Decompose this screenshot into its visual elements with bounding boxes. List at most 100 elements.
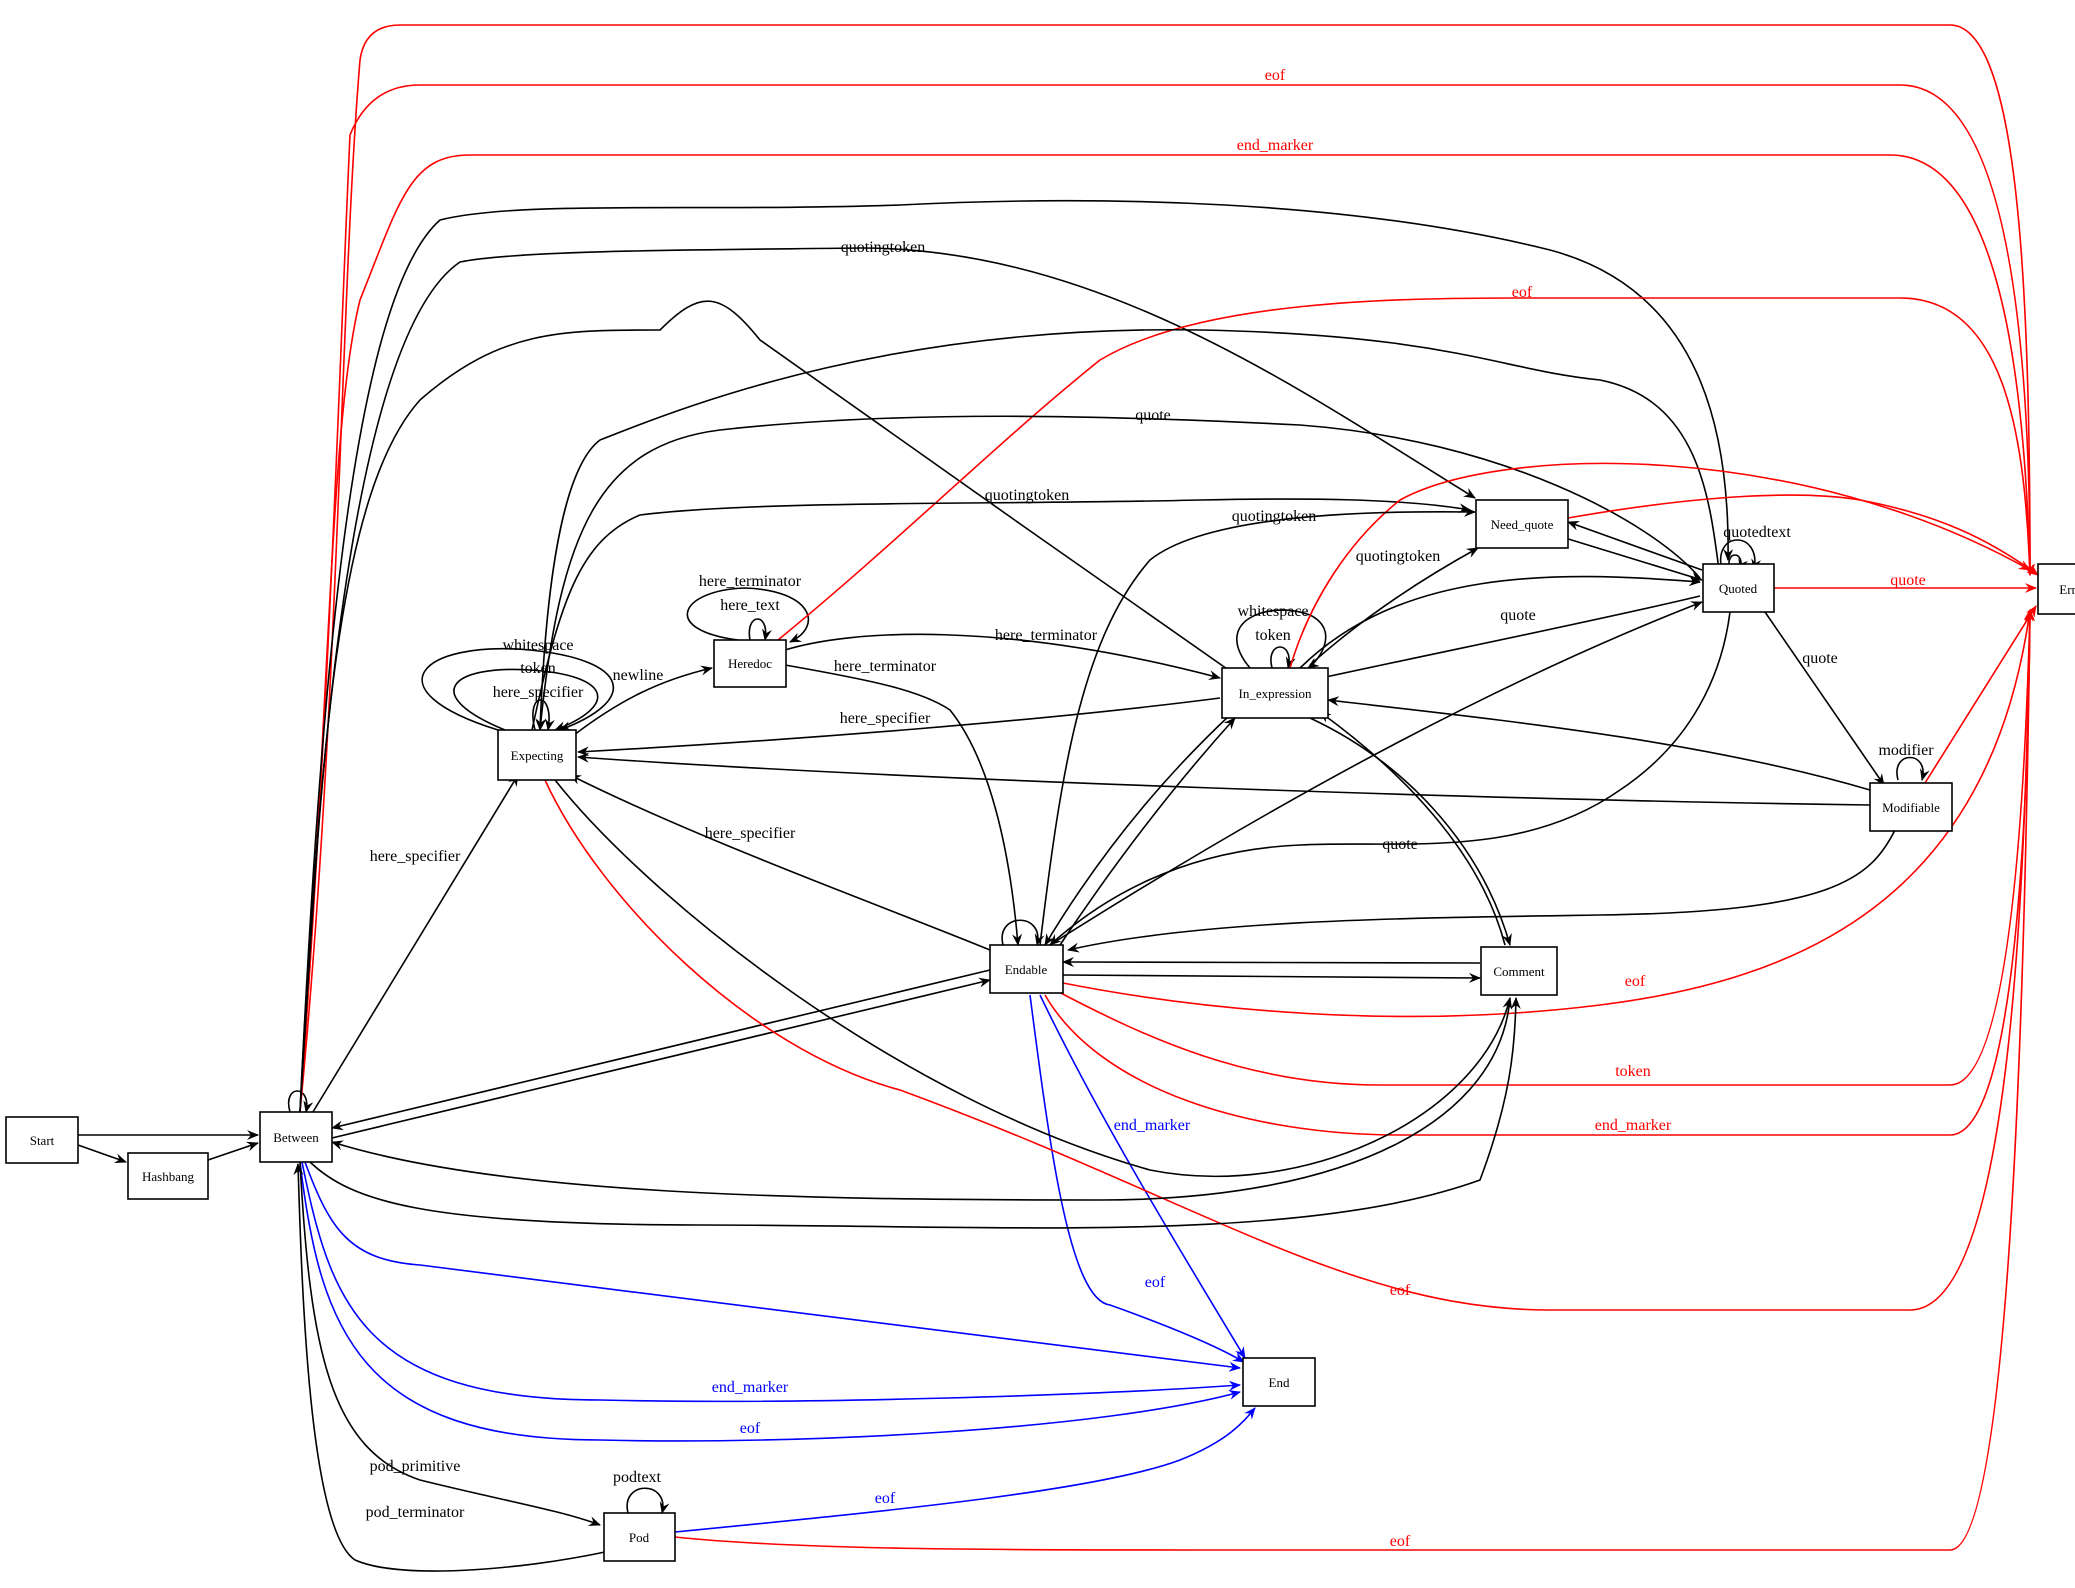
edge-endable-end-eof <box>1029 994 1245 1363</box>
edge-quoted-needquote <box>1567 521 1703 571</box>
label-eof-pod-end: eof <box>875 1490 896 1507</box>
edge-expecting-error <box>544 609 2035 1311</box>
edge-modifiable-error <box>1924 605 2037 784</box>
label-token-inexpr: token <box>1255 627 1291 644</box>
edge-between-error-endmarker <box>299 154 2035 1113</box>
edge-endable-quoted <box>1049 601 1703 946</box>
edge-inexpression-self-whitespace <box>1236 609 1327 669</box>
node-end-label: End <box>1269 1375 1290 1390</box>
node-quoted-label: Quoted <box>1719 581 1758 596</box>
edge-quoted-self <box>1719 539 1762 571</box>
node-end: End <box>1242 1357 1316 1407</box>
edge-between-end-eof <box>299 1161 1241 1442</box>
edge-comment-endable <box>1062 957 1481 968</box>
node-error-label: Error <box>2059 582 2075 597</box>
label-eof-endable: eof <box>1625 973 1646 990</box>
node-quoted: Quoted <box>1702 563 1775 613</box>
edge-inexpression-self-token <box>1270 646 1296 669</box>
node-expecting-label: Expecting <box>511 748 564 763</box>
node-comment-label: Comment <box>1493 964 1545 979</box>
node-pod: Pod <box>603 1512 676 1562</box>
edge-expecting-comment <box>554 779 1513 1178</box>
edge-inexpression-endable <box>1044 714 1231 946</box>
label-eof-top: eof <box>1265 67 1286 84</box>
node-hashbang: Hashbang <box>127 1152 209 1200</box>
node-heredoc: Heredoc <box>713 639 787 688</box>
label-pod-terminator: pod_terminator <box>366 1504 465 1521</box>
edge-between-quoted <box>299 199 1734 1113</box>
edge-quoted-expecting-upper <box>535 328 1721 731</box>
edge-between-comment <box>309 997 1521 1229</box>
label-quotingtoken-inexpr: quotingtoken <box>1356 548 1440 565</box>
edge-endable-expecting <box>569 774 991 951</box>
edge-between-self <box>287 1090 314 1113</box>
node-pod-label: Pod <box>629 1530 650 1545</box>
edge-expecting-self-herespecifier <box>532 699 555 731</box>
node-in-expression-label: In_expression <box>1239 686 1312 701</box>
edge-expecting-needquote <box>531 498 1471 731</box>
edge-between-end-1 <box>304 1161 1241 1372</box>
node-hashbang-label: Hashbang <box>142 1169 194 1184</box>
label-quotingtoken-expecting: quotingtoken <box>985 487 1069 504</box>
node-modifiable: Modifiable <box>1869 782 1953 832</box>
label-whitespace-expecting: whitespace <box>502 637 573 654</box>
edge-endable-end-endmarker <box>1039 994 1246 1359</box>
edge-start-hashbang <box>77 1144 127 1164</box>
edge-hashbang-between <box>207 1141 259 1161</box>
edge-between-error-top1 <box>299 24 2035 1113</box>
edge-modifiable-inexpression <box>1327 696 1871 791</box>
label-herespecifier-inexpr: here_specifier <box>840 710 931 727</box>
node-comment: Comment <box>1480 946 1558 996</box>
label-quote-expecting: quote <box>1135 407 1171 424</box>
node-need-quote: Need_quote <box>1475 499 1569 549</box>
edge-quoted-expecting <box>536 415 1701 731</box>
edge-quoted-inexpression <box>1311 595 1701 683</box>
edge-heredoc-error <box>777 297 2035 641</box>
edge-comment-inexpression <box>1319 711 1506 946</box>
edge-endable-error-eof <box>1062 609 2034 1018</box>
node-expecting: Expecting <box>497 729 577 781</box>
label-quotingtoken-endable: quotingtoken <box>1232 508 1316 525</box>
edge-between-inexpression <box>299 300 1251 1113</box>
edge-comment-between <box>331 997 1511 1201</box>
label-herespecifier-expecting: here_specifier <box>493 684 584 701</box>
edge-endable-self <box>1001 919 1045 946</box>
edge-pod-end <box>674 1407 1256 1533</box>
label-podtext: podtext <box>613 1469 662 1486</box>
edge-endable-between <box>331 969 991 1131</box>
edge-inexpression-comment <box>1309 717 1512 946</box>
edge-needquote-quoted <box>1564 537 1703 582</box>
edge-expecting-self-whitespace <box>421 647 615 731</box>
label-eof-between-end: eof <box>740 1420 761 1437</box>
label-quote-modifiable: quote <box>1802 650 1838 667</box>
label-here-terminator-inexpr: here_terminator <box>995 627 1098 644</box>
label-pod-primitive: pod_primitive <box>370 1458 461 1475</box>
label-herespecifier-between: here_specifier <box>370 848 461 865</box>
label-eof-pod-error: eof <box>1390 1533 1411 1550</box>
label-modifier: modifier <box>1878 742 1934 759</box>
label-endmarker-top: end_marker <box>1237 137 1314 154</box>
edge-inexpression-needquote <box>1309 547 1479 666</box>
node-error: Error <box>2037 563 2075 615</box>
edge-heredoc-self-text <box>748 618 772 641</box>
edge-quoted-endable <box>1049 611 1731 946</box>
edge-needquote-error <box>1567 494 2039 576</box>
node-start-label: Start <box>30 1133 55 1148</box>
node-modifiable-label: Modifiable <box>1882 800 1940 815</box>
edge-endable-error-endmarker <box>1044 609 2035 1136</box>
label-quote-endable: quote <box>1382 836 1418 853</box>
edge-between-pod <box>299 1161 601 1526</box>
node-between: Between <box>259 1111 333 1163</box>
edge-endable-comment <box>1062 972 1481 983</box>
edge-pod-error <box>674 609 2035 1551</box>
edge-between-expecting <box>304 774 519 1126</box>
edge-modifiable-endable <box>1067 829 1896 953</box>
label-quote-inexpr: quote <box>1500 607 1536 624</box>
label-eof-expecting: eof <box>1390 1282 1411 1299</box>
edge-inexpression-quoted <box>1299 575 1701 669</box>
edge-quoted-modifiable <box>1764 611 1885 786</box>
node-between-label: Between <box>273 1130 319 1145</box>
edge-heredoc-self-terminator <box>686 587 810 643</box>
label-token-endable: token <box>1615 1063 1651 1080</box>
